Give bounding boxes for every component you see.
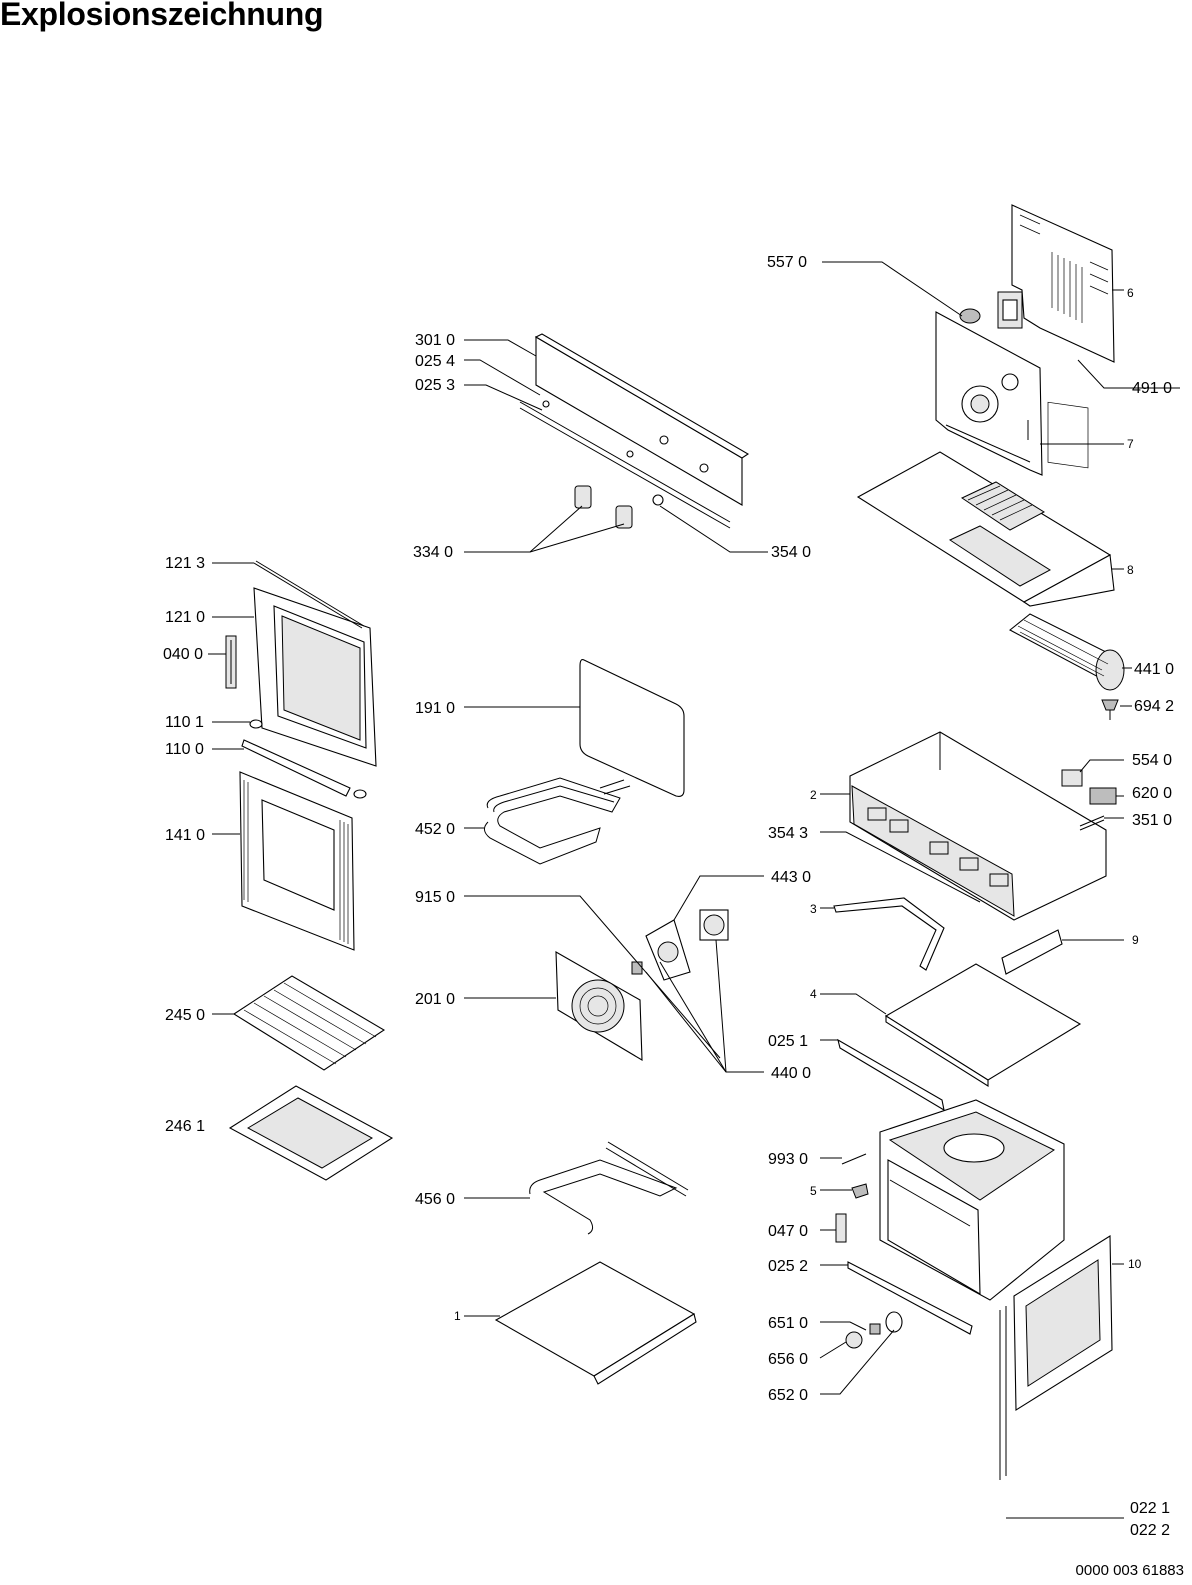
- callout-4: 4: [810, 987, 817, 1001]
- callout-3: 3: [810, 902, 817, 916]
- bottom-element-part: [529, 1141, 689, 1235]
- chassis-part: [849, 731, 1107, 921]
- sensor-part: [1101, 699, 1119, 720]
- callout-440-0: 440 0: [771, 1065, 811, 1082]
- callout-491-0: 491 0: [1132, 380, 1172, 397]
- fan-cover-part: [555, 951, 643, 1061]
- door-frame-part: [253, 560, 377, 767]
- front-frame-part: [847, 1261, 973, 1335]
- callout-993-0: 993 0: [768, 1151, 808, 1168]
- callout-246-1: 246 1: [165, 1118, 205, 1135]
- callout-10: 10: [1128, 1257, 1142, 1271]
- callout-354-0: 354 0: [771, 544, 811, 561]
- wire-rack-part: [232, 975, 386, 1071]
- callout-456-0: 456 0: [415, 1191, 455, 1208]
- callout-121-3: 121 3: [165, 555, 205, 572]
- callout-441-0: 441 0: [1134, 661, 1174, 678]
- callout-025-2: 025 2: [768, 1258, 808, 1275]
- callout-141-0: 141 0: [165, 827, 205, 844]
- baking-tray-part: [228, 1085, 394, 1181]
- callout-452-0: 452 0: [415, 821, 455, 838]
- thermostat-part: [845, 1311, 903, 1349]
- door-seal-part: [579, 659, 685, 797]
- callout-2: 2: [810, 788, 817, 802]
- control-panel-part: [519, 333, 750, 529]
- cavity-top-part: [884, 963, 1082, 1087]
- callout-351-0: 351 0: [1132, 812, 1172, 829]
- callout-110-1: 110 1: [165, 714, 204, 731]
- bracket-part: [1001, 929, 1063, 975]
- callout-694-2: 694 2: [1134, 698, 1174, 715]
- callout-8: 8: [1127, 563, 1134, 577]
- callout-656-0: 656 0: [768, 1351, 808, 1368]
- document-number: 0000 003 61883: [1075, 1562, 1184, 1579]
- callout-1: 1: [454, 1309, 461, 1323]
- top-cover-part: [856, 451, 1115, 607]
- callout-245-0: 245 0: [165, 1007, 205, 1024]
- rear-panel-part: [1011, 204, 1115, 469]
- callout-620-0: 620 0: [1132, 785, 1172, 802]
- callout-554-0: 554 0: [1132, 752, 1172, 769]
- callout-5: 5: [810, 1184, 817, 1198]
- knob-part: [574, 485, 664, 529]
- callout-443-0: 443 0: [771, 869, 811, 886]
- callout-651-0: 651 0: [768, 1315, 808, 1332]
- switch-part: [1061, 769, 1117, 831]
- callout-040-0: 040 0: [163, 646, 203, 663]
- fastener-part: [835, 1153, 869, 1243]
- door-handle-part: [241, 719, 367, 799]
- callout-025-3: 025 3: [415, 377, 455, 394]
- diagram-title: Explosionszeichnung: [0, 0, 324, 32]
- hinge-part: [225, 635, 237, 689]
- callout-301-0: 301 0: [415, 332, 455, 349]
- callout-6: 6: [1127, 286, 1134, 300]
- callout-047-0: 047 0: [768, 1223, 808, 1240]
- bottom-plate-part: [494, 1261, 697, 1385]
- callout-121-0: 121 0: [165, 609, 205, 626]
- callout-025-4: 025 4: [415, 353, 455, 370]
- side-panel-part: [999, 1235, 1113, 1480]
- callout-201-0: 201 0: [415, 991, 455, 1008]
- oven-cavity-part: [879, 1099, 1065, 1301]
- callout-022-1: 022 1: [1130, 1500, 1170, 1517]
- callout-7: 7: [1127, 437, 1134, 451]
- callout-652-0: 652 0: [768, 1387, 808, 1404]
- cooling-fan-part: [1009, 613, 1125, 691]
- callout-025-1: 025 1: [768, 1033, 808, 1050]
- callout-labels: 557 0 6 491 0 301 0 025 4 025 3 7 334 0 …: [163, 254, 1174, 1539]
- callout-557-0: 557 0: [767, 254, 807, 271]
- door-glass-part: [239, 771, 355, 951]
- fan-motor-part: [631, 909, 729, 981]
- side-rail-part: [833, 897, 945, 971]
- callout-354-3: 354 3: [768, 825, 808, 842]
- callout-022-2: 022 2: [1130, 1522, 1170, 1539]
- relay-part: [959, 291, 1023, 329]
- callout-9: 9: [1132, 933, 1139, 947]
- grill-element-part: [484, 777, 631, 865]
- bottom-rail-part: [837, 1038, 945, 1112]
- callout-915-0: 915 0: [415, 889, 455, 906]
- callout-110-0: 110 0: [165, 741, 204, 758]
- callout-191-0: 191 0: [415, 700, 455, 717]
- callout-334-0: 334 0: [413, 544, 453, 561]
- leader-lines: [208, 261, 1180, 1519]
